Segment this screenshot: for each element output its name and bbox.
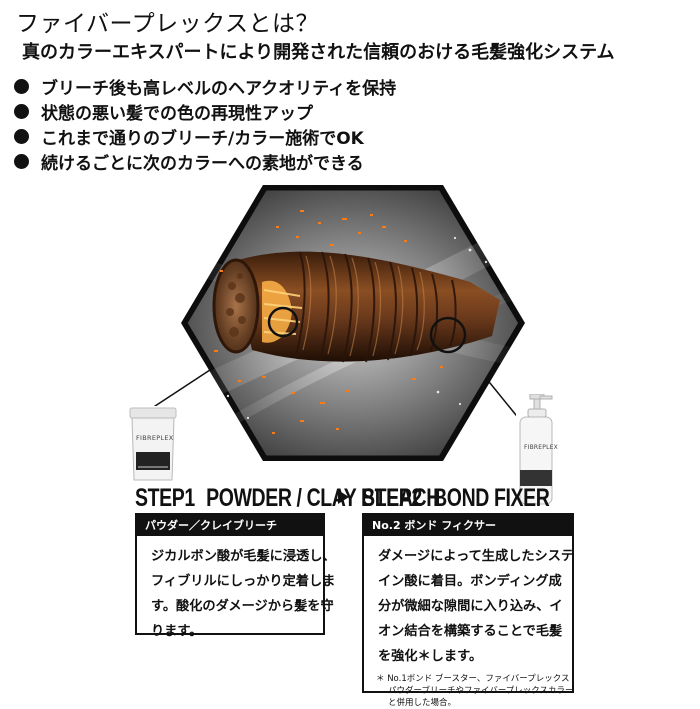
step2-card-body: ダメージによって生成したシステ イン酸に着目。ボンディング成 分が微細な隙間に入… (364, 536, 575, 669)
step1-title: STEP1 POWDER / CLAY BLEACH (135, 484, 440, 513)
hexagon-scene (181, 190, 525, 456)
powder-product-label: FIBREPLEX (136, 434, 174, 442)
powder-product-image: FIBREPLEX (126, 406, 180, 482)
footnote-line: ＊ No.1ボンド ブースター、ファイバープレックス (376, 674, 570, 684)
page-subtitle: 真のカラーエキスパートにより開発された信頼のおける毛髪強化システム (22, 42, 615, 63)
bottle-product-label: FIBREPLEX (524, 444, 558, 451)
bond-fixer-bottle-image: FIBREPLEX (516, 393, 558, 506)
bullet-dot-icon (14, 129, 29, 144)
zoom-circle-left (267, 306, 299, 338)
step2-prefix: STEP (362, 484, 412, 512)
feature-item: ブリーチ後も高レベルのヘアクオリティを保持 (14, 74, 396, 99)
step2-title: STEP2 BOND FIXER (362, 484, 550, 513)
step2-card: No.2 ボンド フィクサー ダメージによって生成したシステ イン酸に着目。ボン… (362, 513, 575, 708)
step2-footnote: ＊ No.1ボンド ブースター、ファイバープレックス パウダーブリーチやファイバ… (364, 669, 574, 709)
step1-name: POWDER / CLAY BLEACH (206, 484, 440, 512)
feature-text: 続けるごとに次のカラーへの素地ができる (41, 154, 364, 174)
step-arrow-icon (338, 490, 349, 504)
feature-item: 状態の悪い髪での色の再現性アップ (14, 99, 396, 124)
step1-line: ります。 (151, 624, 203, 639)
step1-card-body: ジカルボン酸が毛髪に浸透し、 フィブリルにしっかり定着しま す。酸化のダメージか… (137, 536, 336, 644)
step1-card-header: パウダー／クレイブリーチ (137, 515, 323, 536)
feature-list: ブリーチ後も高レベルのヘアクオリティを保持 状態の悪い髪での色の再現性アップ こ… (14, 74, 396, 174)
page-title: ファイバープレックスとは？ (16, 11, 319, 37)
step1-line: フィブリルにしっかり定着しま (151, 574, 336, 589)
feature-text: これまで通りのブリーチ/カラー施術でOK (41, 129, 364, 149)
step1-line: ジカルボン酸が毛髪に浸透し、 (151, 549, 336, 564)
step2-line: オン結合を構築することで毛髪 (378, 624, 563, 639)
footnote-line: と併用した場合。 (388, 698, 457, 708)
spark-particles (214, 210, 443, 434)
feature-text: ブリーチ後も高レベルのヘアクオリティを保持 (41, 79, 397, 99)
step1-prefix: STEP (135, 484, 185, 512)
step1-number: 1 (184, 484, 195, 512)
step2-line: ダメージによって生成したシステ (378, 549, 575, 564)
bullet-dot-icon (14, 79, 29, 94)
step2-number: 2 (411, 484, 422, 512)
step2-card-header: No.2 ボンド フィクサー (364, 515, 572, 536)
feature-text: 状態の悪い髪での色の再現性アップ (41, 104, 313, 124)
step1-card: パウダー／クレイブリーチ ジカルボン酸が毛髪に浸透し、 フィブリルにしっかり定着… (135, 513, 336, 639)
bullet-dot-icon (14, 104, 29, 119)
step1-line: す。酸化のダメージから髪を守 (151, 599, 334, 614)
footnote-line: パウダーブリーチやファイバープレックスカラー (388, 686, 574, 696)
step2-line: 分が微細な隙間に入り込み、イ (378, 599, 563, 614)
step2-line: を強化＊します。 (378, 649, 483, 664)
feature-item: これまで通りのブリーチ/カラー施術でOK (14, 124, 396, 149)
feature-item: 続けるごとに次のカラーへの素地ができる (14, 149, 396, 174)
step2-name: BOND FIXER (433, 484, 550, 512)
step2-line: イン酸に着目。ボンディング成 (378, 574, 562, 589)
bullet-dot-icon (14, 154, 29, 169)
zoom-circle-right (429, 316, 467, 354)
